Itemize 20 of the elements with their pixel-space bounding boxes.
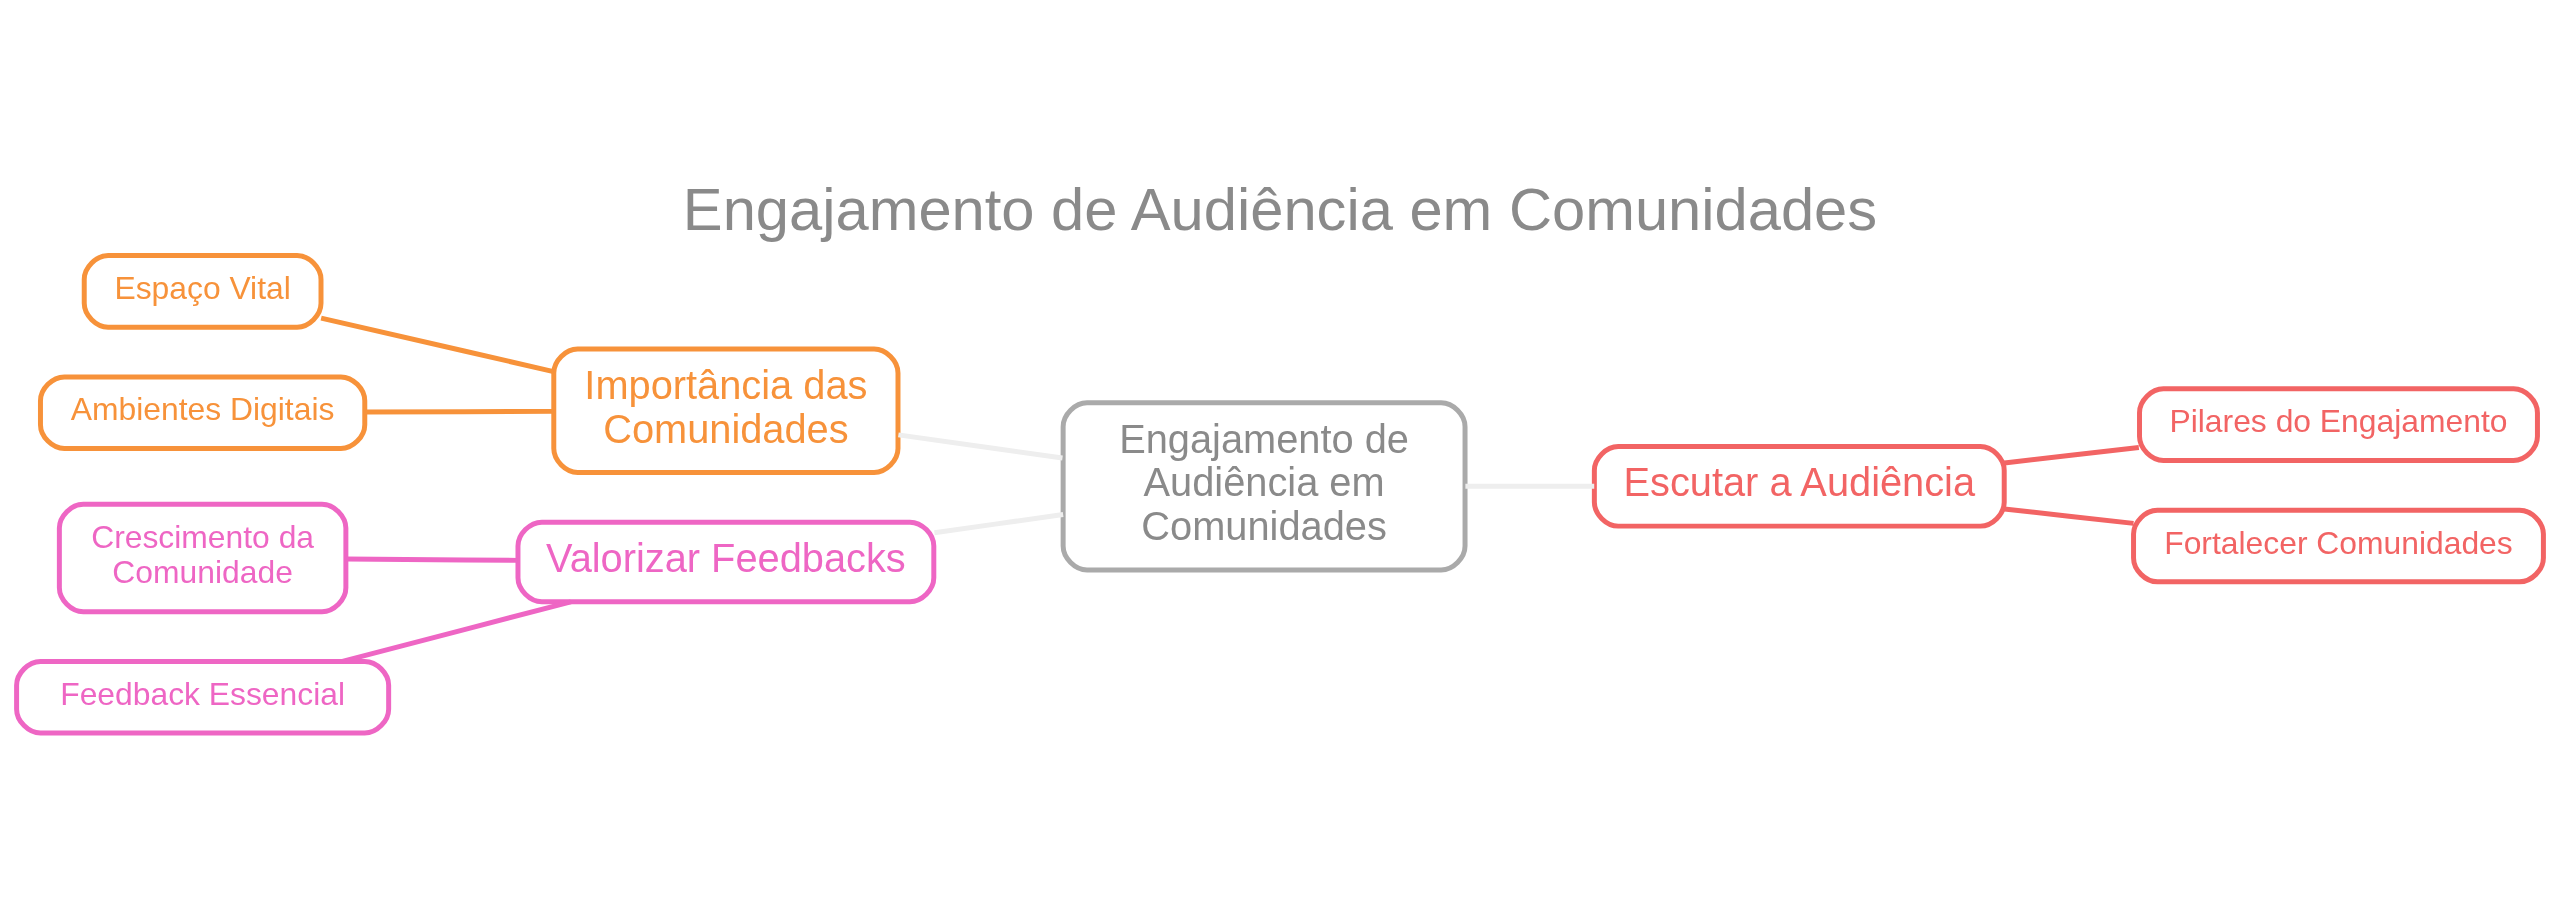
- connector: [1465, 483, 1595, 489]
- node-box: Engajamento de Audiência em Comunidades: [1060, 399, 1468, 572]
- connector: [341, 598, 572, 664]
- node-box: Ambientes Digitais: [38, 373, 368, 451]
- node-box: Valorizar Feedbacks: [515, 519, 937, 604]
- connector: [2004, 444, 2140, 465]
- connector: [2004, 506, 2134, 526]
- node-box: Feedback Essencial: [14, 658, 392, 736]
- node-box: Fortalecer Comunidades: [2131, 507, 2546, 584]
- connector: [365, 408, 554, 415]
- connector: [934, 511, 1064, 535]
- connector: [346, 556, 518, 563]
- connector: [898, 431, 1063, 461]
- diagram-title: Engajamento de Audiência em Comunidades: [682, 175, 1878, 243]
- node-box: Pilares do Engajamento: [2137, 385, 2540, 463]
- node-box: Crescimento da Comunidade: [56, 501, 349, 614]
- node-box: Espaço Vital: [81, 252, 324, 330]
- node-box: Escutar a Audiência: [1591, 443, 2007, 529]
- connector: [320, 315, 555, 374]
- node-box: Importância das Comunidades: [551, 346, 901, 475]
